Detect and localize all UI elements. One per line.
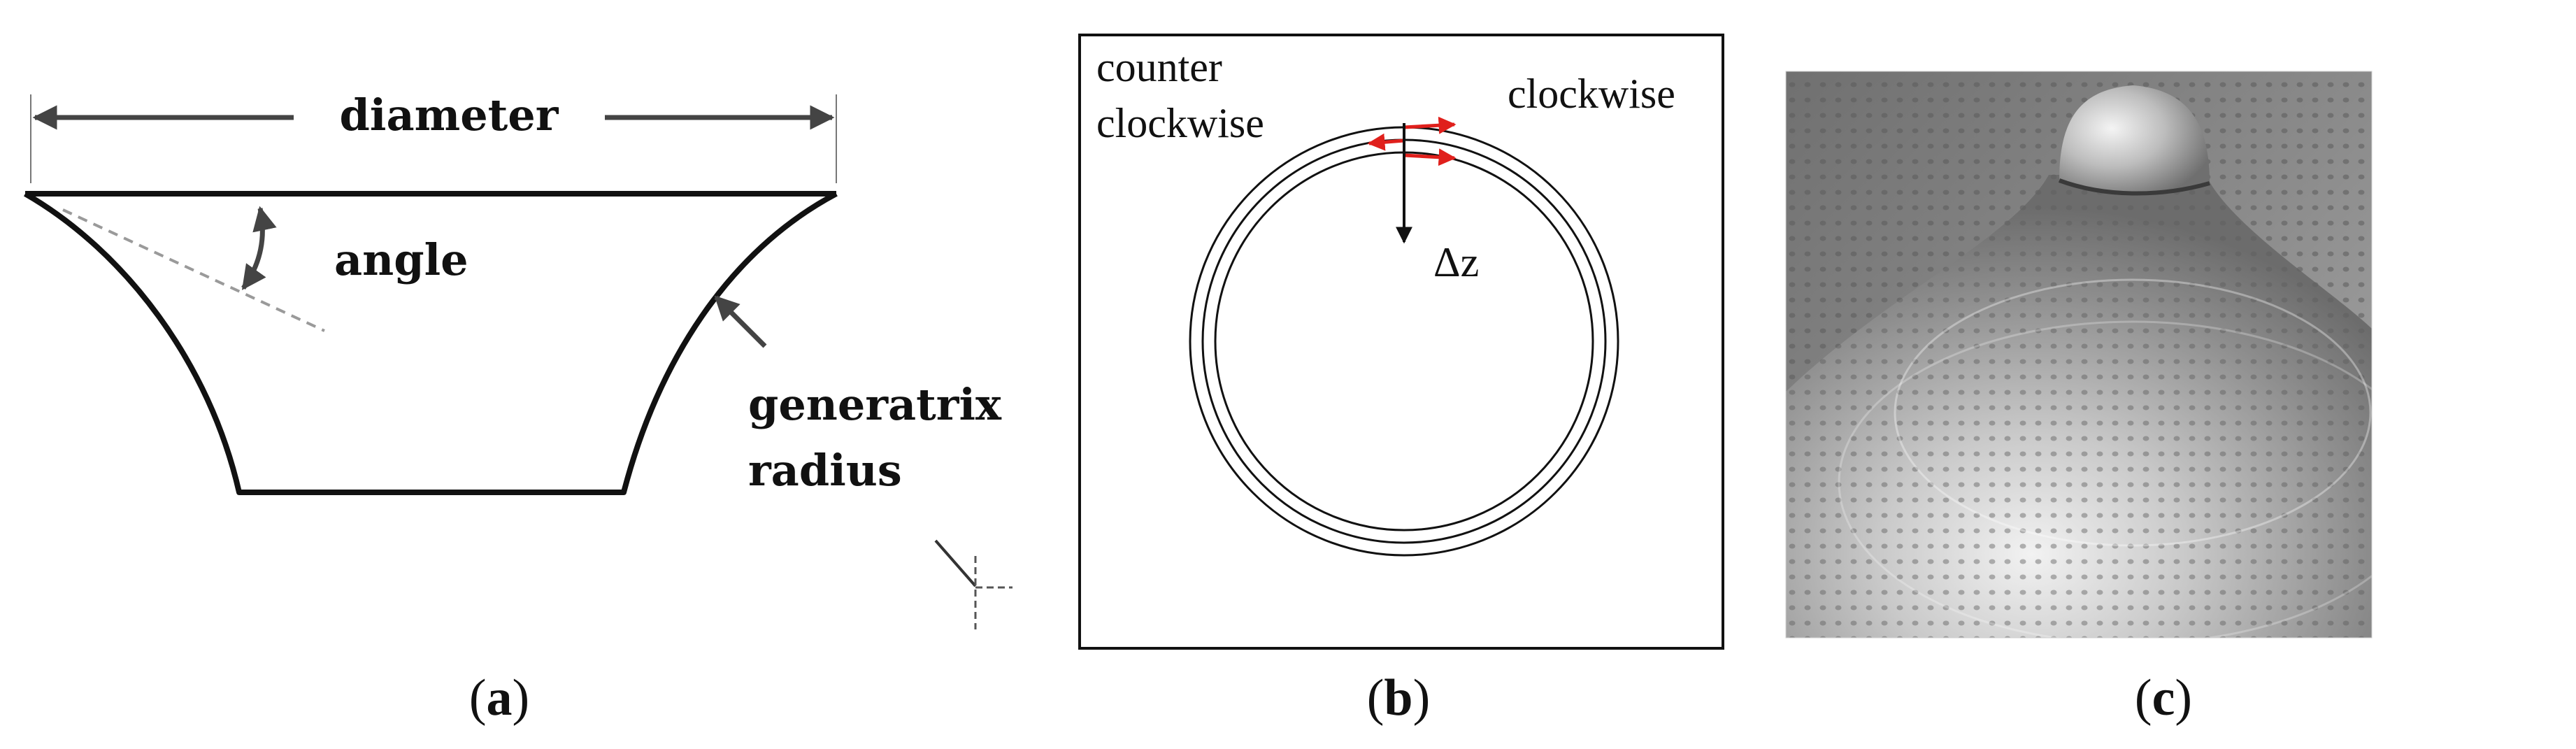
clockwise-label: clockwise xyxy=(1508,71,1675,117)
formed-part-photo xyxy=(1786,71,2372,638)
angle-reference-line xyxy=(62,208,325,332)
delta-z-label: Δz xyxy=(1433,239,1479,285)
counter-clockwise-label: clockwise xyxy=(1096,100,1264,146)
diameter-label: diameter xyxy=(340,90,559,141)
clockwise-arrow-top xyxy=(1403,116,1457,134)
counter-label: counter xyxy=(1096,44,1222,90)
generatrix-label-line2: radius xyxy=(748,445,902,496)
angle-arc xyxy=(241,206,277,290)
diameter-dimension: diameter xyxy=(30,90,837,183)
angle-label: angle xyxy=(334,234,468,285)
axis-symbol xyxy=(934,539,1012,629)
generatrix-label-line1: generatrix xyxy=(748,379,1002,430)
caption-c: (c) xyxy=(2135,669,2192,727)
panel-b: Δz counter clockwise clockwise (b) xyxy=(1078,34,1724,727)
panel-a: diameter angle generatrix radius (a) xyxy=(24,90,1012,727)
caption-b: (b) xyxy=(1367,669,1430,727)
counterclockwise-arrow xyxy=(1367,133,1405,151)
panel-b-frame xyxy=(1078,34,1724,650)
caption-a: (a) xyxy=(469,669,529,727)
clockwise-arrow-inner xyxy=(1403,148,1457,166)
funnel-profile xyxy=(24,191,838,495)
panel-c: (c) xyxy=(1785,71,2373,727)
generatrix-pointer xyxy=(714,295,767,348)
